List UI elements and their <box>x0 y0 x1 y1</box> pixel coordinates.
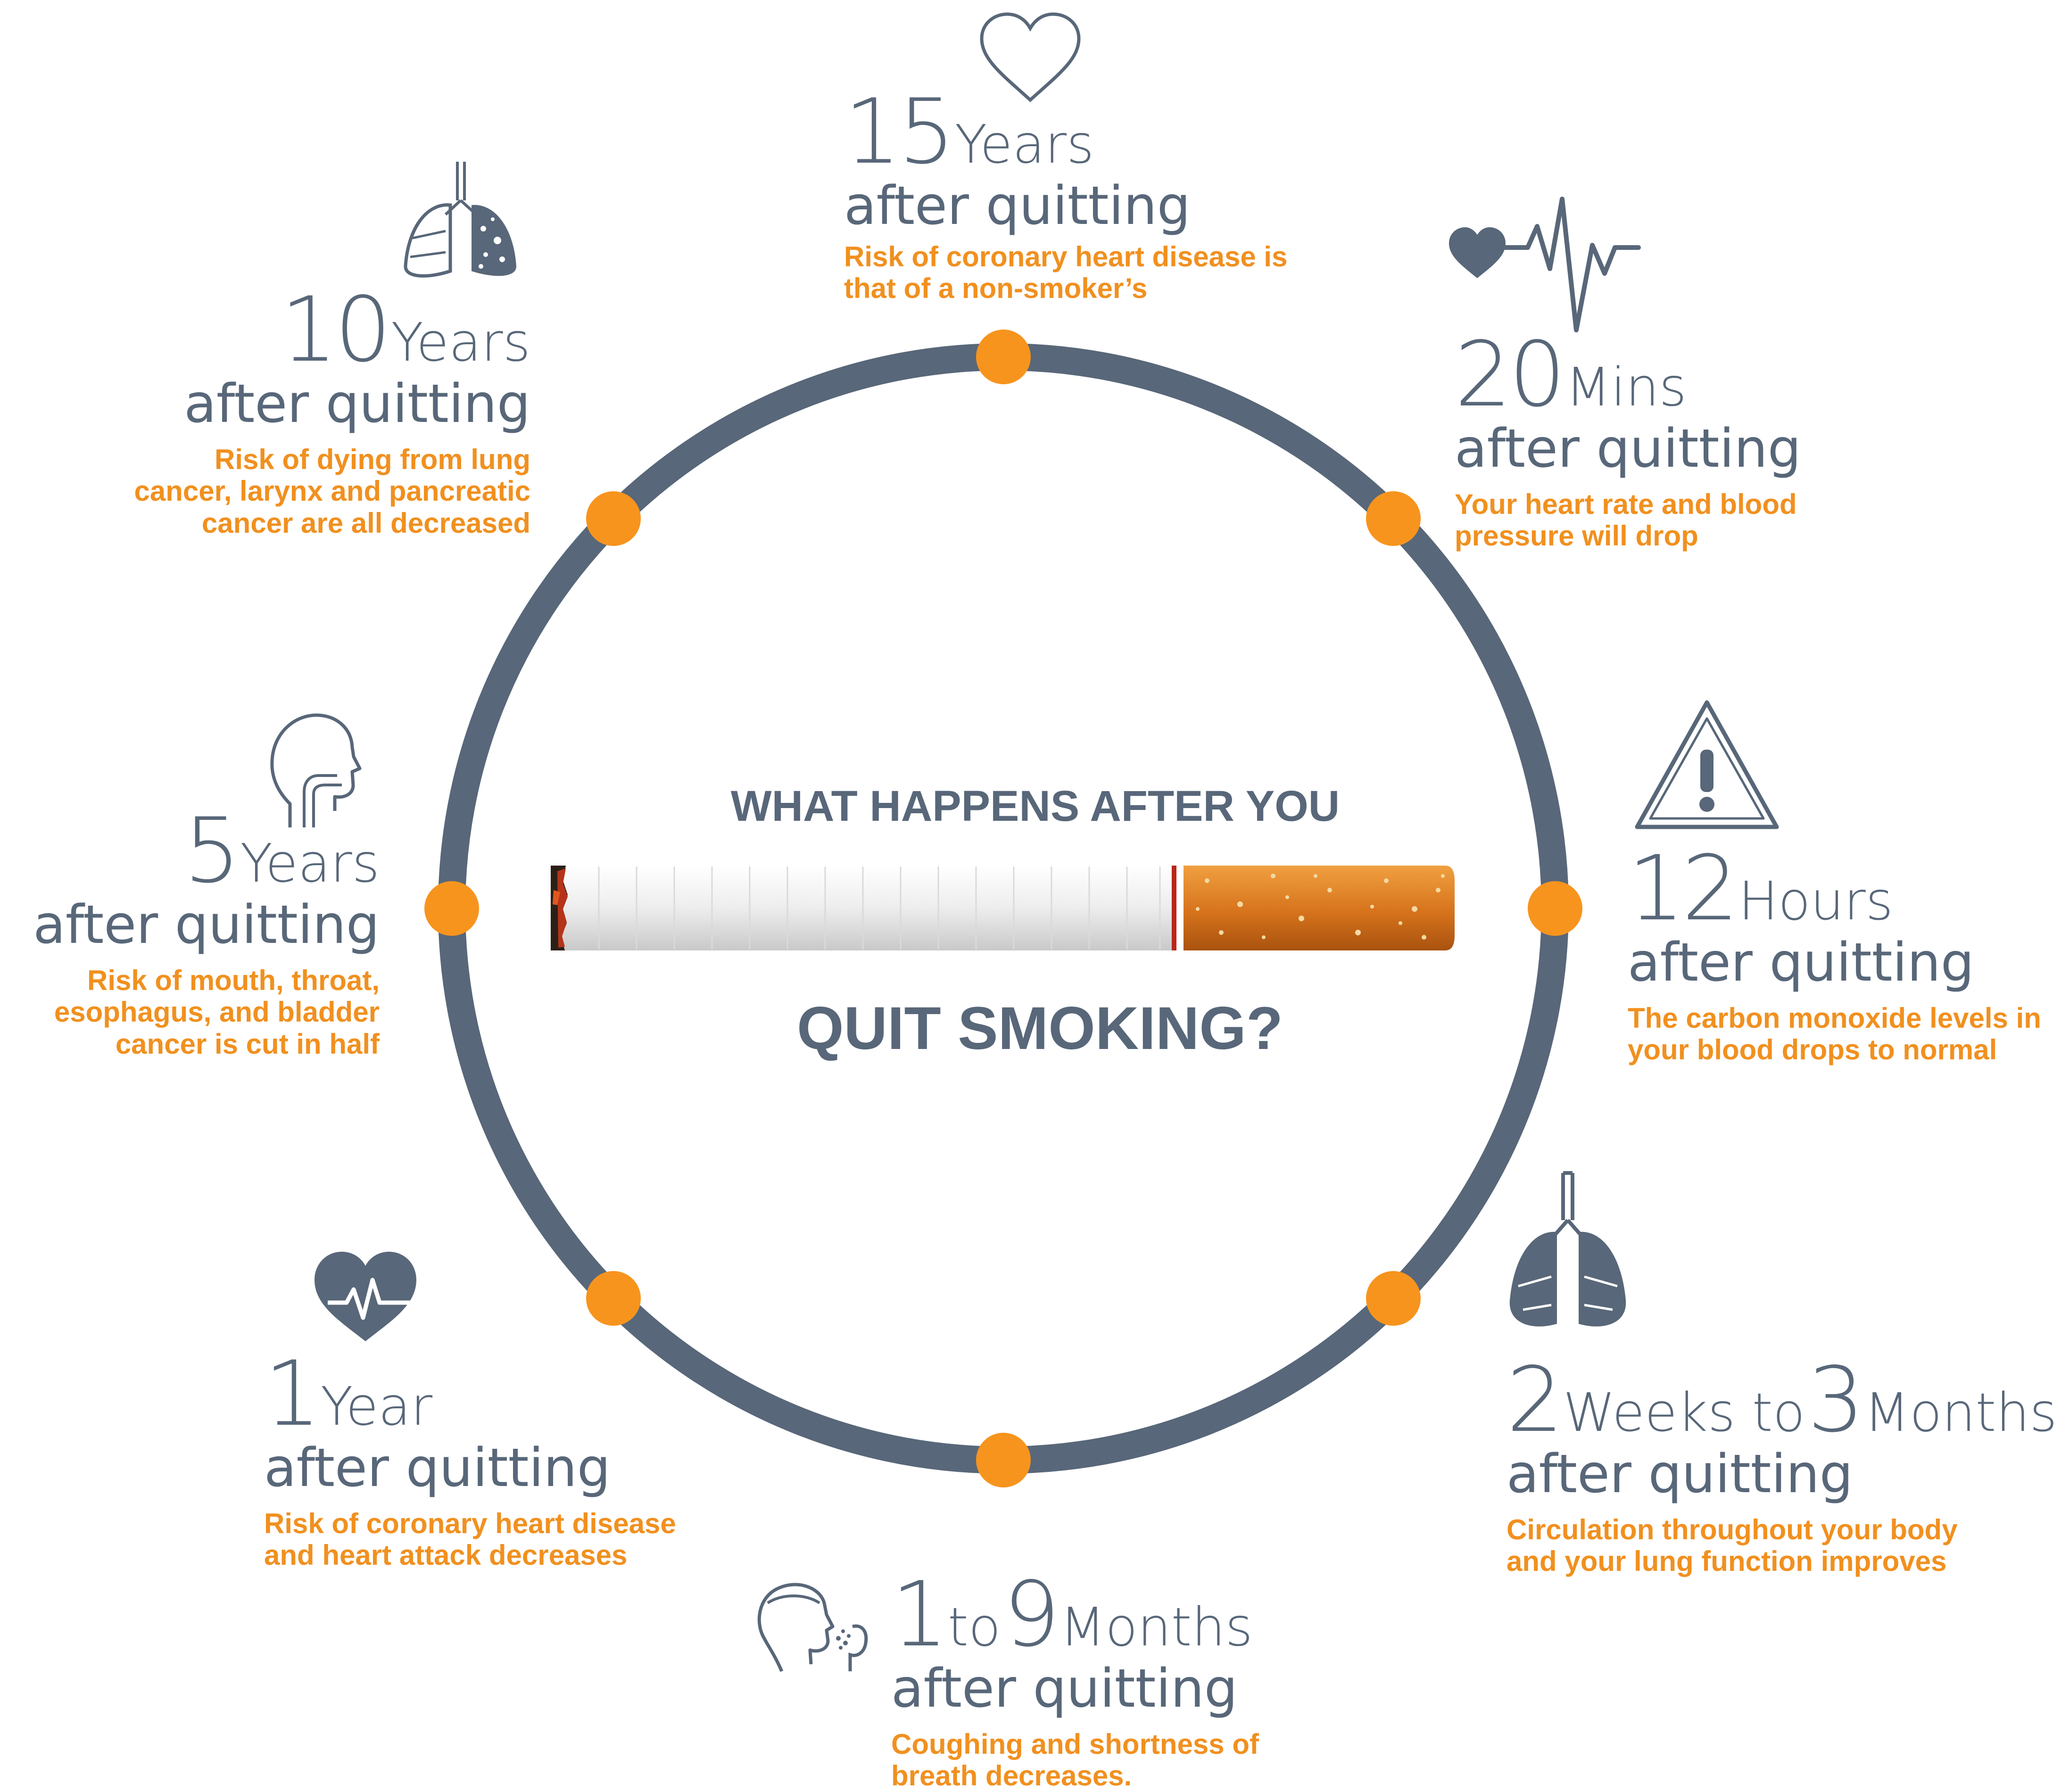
milestone-mid: to <box>947 1597 1001 1658</box>
milestone-number: 15 <box>844 80 955 184</box>
warning-triangle-icon <box>1635 700 1779 829</box>
milestone-unit: Years <box>954 114 1094 175</box>
milestone-number: 5 <box>183 799 241 903</box>
milestone-dot-5-years <box>424 881 479 936</box>
milestone-dot-10-years <box>586 491 641 546</box>
milestone-dot-1-year <box>586 1271 641 1326</box>
milestone-subtitle: after quitting <box>891 1658 1238 1719</box>
milestone-number: 1 <box>264 1342 321 1446</box>
milestone-12-hours: 12 Hours after quitting The carbon monox… <box>1628 844 2057 1066</box>
milestone-number-2: 9 <box>1003 1562 1060 1667</box>
milestone-description: The carbon monoxide levels in your blood… <box>1628 1002 2041 1066</box>
milestone-2-weeks-to-3-months: 2 Weeks to 3 Months after quitting Circu… <box>1506 1355 2057 1577</box>
milestone-dot-12-hours <box>1528 881 1582 936</box>
milestone-unit: Hours <box>1738 871 1893 932</box>
milestone-20-mins: 20 Mins after quitting Your heart rate a… <box>1455 330 1926 552</box>
milestone-10-years: 10 Years after quitting Risk of dying fr… <box>66 285 530 539</box>
coughing-person-icon <box>757 1583 868 1672</box>
milestone-subtitle: after quitting <box>264 1437 611 1499</box>
milestone-number: 10 <box>280 278 392 382</box>
head-throat-icon <box>270 713 362 827</box>
milestone-unit: Months <box>1059 1597 1253 1658</box>
milestone-mid: Weeks to <box>1563 1382 1805 1444</box>
milestone-unit: Years <box>391 312 530 373</box>
milestone-description: Coughing and shortness of breath decreas… <box>891 1728 1259 1792</box>
center-title-bottom: QUIT SMOKING? <box>796 995 1283 1062</box>
milestone-1-year: 1 Year after quitting Risk of coronary h… <box>264 1349 736 1571</box>
milestone-unit: Years <box>240 833 380 894</box>
milestone-description: Risk of mouth, throat, esophagus, and bl… <box>54 964 380 1060</box>
milestone-1-to-9-months: 1 to 9 Months after quitting Coughing an… <box>891 1570 1363 1792</box>
milestone-subtitle: after quitting <box>1506 1444 1853 1505</box>
milestone-subtitle: after quitting <box>33 894 380 956</box>
milestone-subtitle: after quitting <box>844 175 1191 237</box>
milestone-dot-15-years <box>976 330 1031 384</box>
milestone-dot-1-to-9-months <box>976 1433 1031 1487</box>
milestone-description: Risk of coronary heart disease is that o… <box>844 240 1288 305</box>
milestone-subtitle: after quitting <box>1455 418 1801 479</box>
milestone-description: Risk of dying from lung cancer, larynx a… <box>134 443 530 539</box>
milestone-unit: Months <box>1864 1382 2057 1444</box>
cigarette-illustration <box>551 866 1455 950</box>
milestone-number: 20 <box>1455 322 1566 427</box>
milestone-number: 1 <box>891 1562 948 1667</box>
milestone-5-years: 5 Years after quitting Risk of mouth, th… <box>9 806 380 1060</box>
milestone-dot-20-mins <box>1366 491 1421 546</box>
heart-outline-icon <box>980 12 1081 102</box>
milestone-description: Risk of coronary heart disease and heart… <box>264 1507 676 1571</box>
milestone-subtitle: after quitting <box>184 373 530 435</box>
center-title-top: WHAT HAPPENS AFTER YOU <box>730 782 1340 830</box>
milestone-number: 12 <box>1628 836 1739 941</box>
milestone-subtitle: after quitting <box>1628 932 1974 993</box>
damaged-lungs-icon <box>404 162 516 278</box>
milestone-dot-2-weeks <box>1366 1271 1421 1326</box>
milestone-unit: Mins <box>1565 357 1687 418</box>
milestone-description: Your heart rate and blood pressure will … <box>1455 488 1797 552</box>
milestone-unit: Year <box>320 1376 433 1437</box>
heart-ecg-icon <box>315 1252 427 1341</box>
milestone-number: 2 <box>1506 1348 1564 1452</box>
milestone-15-years: 15 Years after quitting Risk of coronary… <box>844 87 1316 305</box>
milestone-number-2: 3 <box>1807 1348 1864 1452</box>
heart-pulse-line-icon <box>1449 197 1641 332</box>
lungs-icon <box>1509 1171 1626 1327</box>
milestone-description: Circulation throughout your body and you… <box>1506 1513 1958 1577</box>
